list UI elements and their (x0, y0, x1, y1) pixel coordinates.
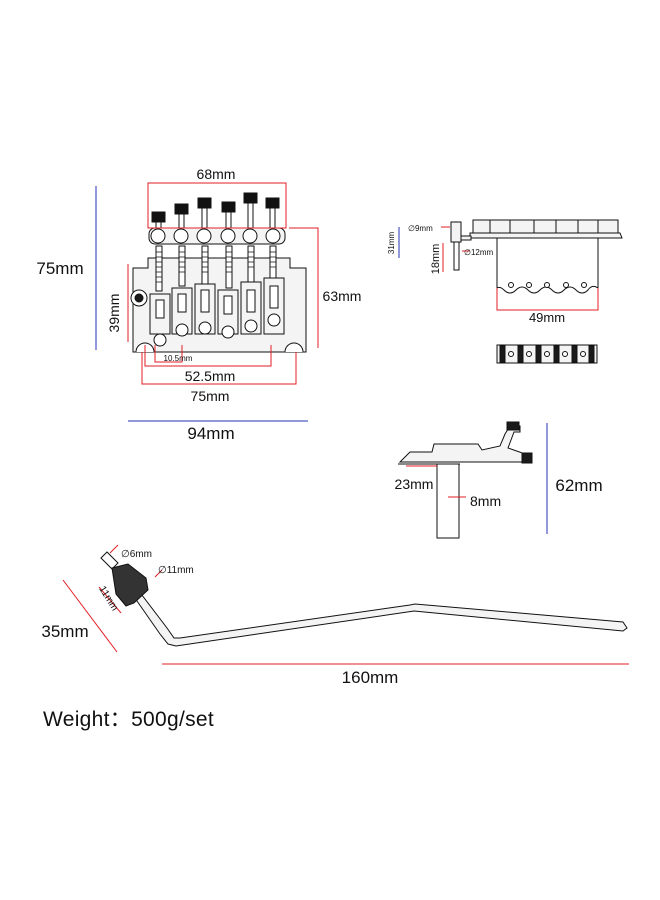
label-width-overall: 94mm (187, 424, 234, 443)
label-saddle-spacing: 10.5mm (164, 354, 193, 363)
label-arm-length: 160mm (342, 668, 399, 687)
side-dimension-lines (398, 226, 599, 311)
label-post-diameter: ∅9mm (408, 224, 433, 233)
label-tip-diameter: ∅6mm (121, 549, 152, 560)
label-height-total: 75mm (36, 259, 83, 278)
front-dimension-lines (95, 182, 319, 422)
arm-dimension-lines (62, 544, 629, 665)
label-block-thickness: 8mm (470, 493, 501, 509)
label-collar-diameter: ∅11mm (158, 565, 194, 576)
front-dimension-labels: 68mm 75mm 39mm 63mm 10.5mm 52.5mm 75mm 9… (36, 166, 361, 443)
label-arm-height: 35mm (41, 622, 88, 641)
label-height-side: 63mm (323, 288, 362, 304)
label-profile-height: 62mm (555, 476, 602, 495)
label-height-small: 31mm (387, 232, 396, 255)
tremolo-arm (100, 551, 628, 647)
label-post-spacing: 52.5mm (185, 368, 236, 384)
label-height-post: 18mm (430, 244, 442, 275)
label-depth: 23mm (395, 476, 434, 492)
tremolo-profile-view (398, 421, 533, 539)
label-post-inner-diameter: ∅12mm (464, 248, 494, 257)
profile-dimension-lines (406, 423, 548, 534)
profile-dimension-labels: 23mm 8mm 62mm (395, 476, 603, 509)
tremolo-front-view (130, 192, 307, 353)
tremolo-side-view (450, 219, 623, 294)
saddle-bar (496, 344, 598, 364)
label-block-width: 49mm (529, 310, 565, 325)
side-dimension-labels: ∅9mm 31mm 18mm ∅12mm 49mm (387, 224, 565, 325)
label-width-base: 75mm (191, 388, 230, 404)
label-width-top: 68mm (197, 166, 236, 182)
weight-label: Weight：500g/set (43, 708, 215, 731)
label-height-block: 39mm (106, 294, 122, 333)
